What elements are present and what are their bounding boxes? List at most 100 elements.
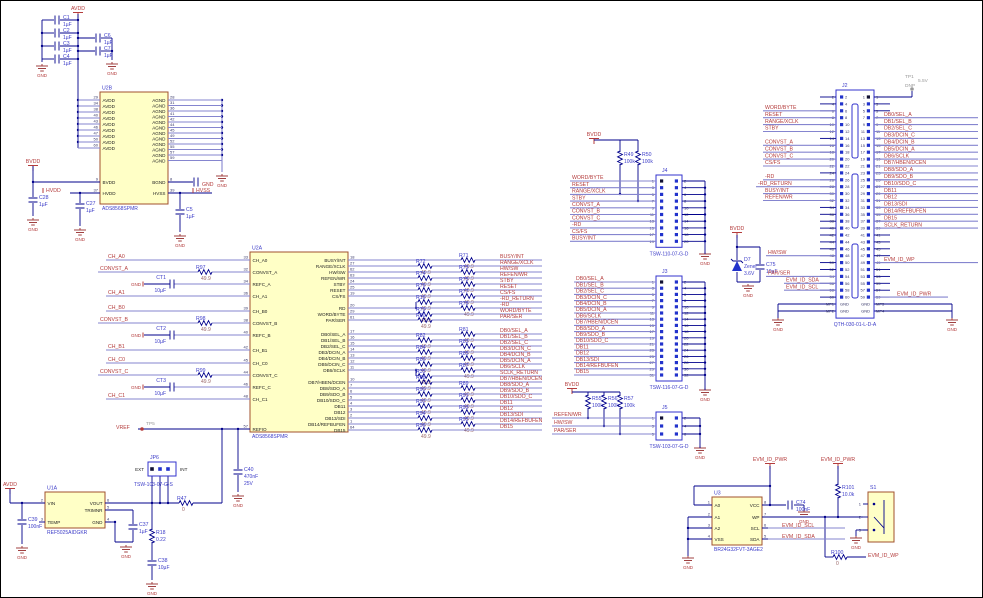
gnd-label: GND xyxy=(175,243,186,248)
connector-pin xyxy=(866,261,870,265)
ic-pin-label: BUSY/INT xyxy=(324,258,345,263)
connector-slot xyxy=(851,173,859,229)
ic-pin-label: REFIO xyxy=(253,427,267,432)
ic-pin-label: AVDD xyxy=(103,116,116,121)
resistor-R72 xyxy=(417,262,433,270)
pin-number: 14 xyxy=(830,136,835,141)
net-label-CONVST_C: CONVST_C xyxy=(765,153,794,159)
ic-U1A xyxy=(44,491,106,529)
pin-number: 4 xyxy=(845,101,848,106)
pin-number: 50 xyxy=(830,260,835,265)
switch-contact xyxy=(872,502,876,506)
cap-ref: C38 xyxy=(158,558,168,564)
net-label-DB2/SEL_C: DB2/SEL_C xyxy=(576,289,604,295)
resistor-R57 xyxy=(616,394,624,410)
connector-pin xyxy=(660,354,664,358)
ic-pin-label: AVDD xyxy=(103,128,116,133)
net-label-HVSS: HVSS xyxy=(196,188,211,194)
pin-number: 42 xyxy=(170,117,175,122)
pin-number: 31 xyxy=(170,100,175,105)
pin-number: 36 xyxy=(830,212,835,217)
net-label-DB10/SDO_C: DB10/SDO_C xyxy=(576,338,609,344)
wire xyxy=(873,516,885,529)
net-label-DB11: DB11 xyxy=(500,400,513,406)
ic-pin-label: DB15 xyxy=(334,428,346,433)
cap-value: 10µF xyxy=(155,339,167,345)
resistor-R77 xyxy=(460,292,476,300)
res-value: 49.9 xyxy=(464,264,474,270)
connector-pin xyxy=(866,116,870,120)
res-value: 49.9 xyxy=(421,410,431,416)
pin-number: 10 xyxy=(845,122,850,127)
power-flag-EVM_ID_PWR: EVM_ID_PWR xyxy=(753,457,788,463)
ic-pin-label: AGND xyxy=(152,131,166,136)
jumper-int-label: INT xyxy=(180,467,188,472)
ic-pin-label: RD xyxy=(339,306,346,311)
resistor-R18 xyxy=(148,528,156,544)
connector-pin xyxy=(660,311,664,315)
net-label-STBY: STBY xyxy=(500,278,514,284)
connector-pin xyxy=(840,288,844,292)
connector-pin xyxy=(660,233,664,237)
ic-U3 xyxy=(711,496,763,546)
gnd-label: GND xyxy=(28,227,39,232)
net-label-DB14/REFBUFEN: DB14/REFBUFEN xyxy=(884,209,927,215)
res-ref: R75 xyxy=(459,277,469,283)
res-ref: R85 xyxy=(459,351,469,357)
res-ref: R78 xyxy=(459,301,469,307)
jumper-refdes: JP6 xyxy=(150,455,159,461)
connector-pin xyxy=(866,198,870,203)
res-ref: R56 xyxy=(608,396,618,402)
ic-part-number: BR24G32FVT-3AGE2 xyxy=(714,547,763,553)
pin-number: 27 xyxy=(861,184,866,189)
net-label-CH_B1: CH_B1 xyxy=(108,344,125,350)
junction-dot xyxy=(836,515,840,519)
net-label-DB0/SEL_A: DB0/SEL_A xyxy=(576,276,604,282)
pin-number: 47 xyxy=(861,253,866,258)
power-flag-bar xyxy=(589,138,599,144)
res-ref: R93 xyxy=(459,405,469,411)
pin-number: 53 xyxy=(876,274,881,279)
capacitor-C1 xyxy=(54,15,60,25)
cap-value: 1µF xyxy=(139,529,148,535)
res-value: 49.9 xyxy=(464,338,474,344)
connector-pin xyxy=(660,317,664,321)
net-label-DB13/SDI: DB13/SDI xyxy=(884,202,907,208)
ic-pin-label: CONVST_B xyxy=(253,321,278,326)
res-value: 49.9 xyxy=(421,356,431,362)
ic-pin-label: AGND xyxy=(152,136,166,141)
gnd-flag-label: GND xyxy=(131,282,142,287)
connector-slot xyxy=(851,243,859,299)
cap-ref: CT3 xyxy=(156,378,166,384)
pin-number: 6 xyxy=(845,108,848,113)
net-label-RANGE/XCLK: RANGE/XCLK xyxy=(500,260,534,266)
net-label-RANGE/XCLK: RANGE/XCLK xyxy=(572,189,606,195)
junction-dot xyxy=(113,520,117,524)
resistor-R88 xyxy=(417,378,433,386)
gnd-symbol xyxy=(850,536,862,544)
connector-pin xyxy=(840,185,844,189)
pin-number: 45 xyxy=(861,246,866,251)
ic-pin-label: CH_C1 xyxy=(253,397,269,402)
res-ref: R77 xyxy=(459,289,469,295)
connector-pin xyxy=(674,424,678,428)
capacitor-C75 xyxy=(755,264,765,270)
net-label-DB12: DB12 xyxy=(884,195,897,201)
pin-number: 42 xyxy=(244,345,249,350)
pin-number: 49 xyxy=(861,260,866,265)
mp-label: MP1 xyxy=(826,302,835,307)
junction-dot xyxy=(20,501,24,505)
res-value: 49.9 xyxy=(421,324,431,330)
ic-pin-label: CH_A0 xyxy=(253,258,268,263)
connector-pin xyxy=(660,192,664,196)
connector-pin xyxy=(840,198,844,203)
gnd-label: GND xyxy=(683,565,694,570)
res-ref: R87 xyxy=(459,363,469,369)
connector-pin xyxy=(866,212,870,216)
connector-pin xyxy=(840,164,844,168)
res-ref: R91 xyxy=(459,393,469,399)
cap-value: 1µF xyxy=(39,202,48,208)
capacitor-C5 xyxy=(175,209,185,215)
ic-part-number: ADS8568SPMR xyxy=(102,206,138,212)
ic-pin-label: DB3/DCIN_A xyxy=(318,350,346,355)
